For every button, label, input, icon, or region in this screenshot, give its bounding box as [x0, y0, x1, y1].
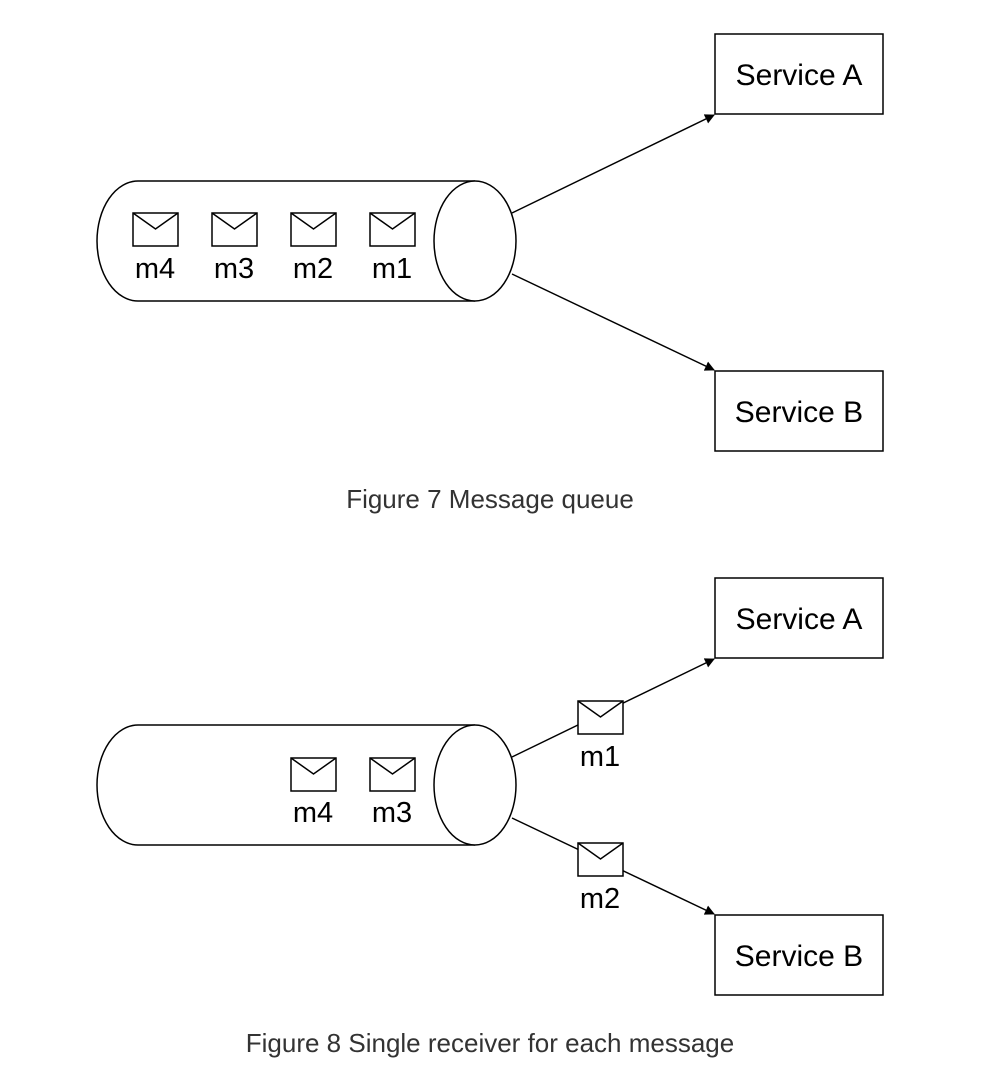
- message-envelope-icon: [577, 842, 624, 877]
- arrow-to-service-a: [511, 114, 715, 214]
- message-label: m1: [372, 253, 412, 285]
- message-envelope-icon: [577, 700, 624, 735]
- message-label: m3: [372, 797, 412, 829]
- message-envelope-icon: [369, 757, 416, 792]
- figure-8: m4 m3 m1 m2 Service A Service B Figure 8…: [96, 577, 884, 1058]
- message-label: m2: [293, 253, 333, 285]
- service-b-label: Service B: [735, 940, 863, 973]
- message-label: m3: [214, 253, 254, 285]
- figure-7: m4 m3 m2 m1 Service A Service B Figure 7…: [96, 33, 884, 514]
- message-envelope-icon: [132, 212, 179, 247]
- message-label: m4: [135, 253, 175, 285]
- message-envelope-icon: [290, 212, 337, 247]
- service-a-box: Service A: [714, 577, 884, 659]
- message-envelope-icon: [211, 212, 258, 247]
- queue-cylinder: [96, 724, 517, 846]
- service-a-label: Service A: [736, 603, 863, 636]
- service-b-box: Service B: [714, 370, 884, 452]
- in-flight-message-a-label: m1: [580, 741, 620, 773]
- service-a-label: Service A: [736, 59, 863, 92]
- queue-cylinder: [96, 180, 517, 302]
- message-label: m4: [293, 797, 333, 829]
- arrow-to-service-b: [511, 273, 715, 371]
- in-flight-message-b-label: m2: [580, 883, 620, 915]
- figure-7-caption: Figure 7 Message queue: [346, 484, 634, 514]
- message-envelope-icon: [290, 757, 337, 792]
- service-b-box: Service B: [714, 914, 884, 996]
- service-a-box: Service A: [714, 33, 884, 115]
- message-envelope-icon: [369, 212, 416, 247]
- service-b-label: Service B: [735, 396, 863, 429]
- figure-8-caption: Figure 8 Single receiver for each messag…: [246, 1028, 734, 1058]
